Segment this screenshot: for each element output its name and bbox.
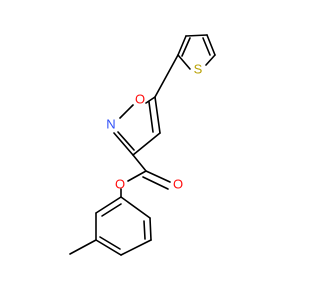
- isoxazole-ring: [113, 96, 161, 156]
- structure-canvas: S O N O O: [69, 34, 216, 256]
- bond: [181, 37, 191, 57]
- bond: [149, 217, 152, 241]
- bond: [154, 96, 161, 134]
- bond: [206, 34, 216, 56]
- bond: [143, 220, 146, 240]
- ring-oxygen-atom-label: O: [135, 92, 145, 107]
- bond: [101, 203, 122, 217]
- bond: [127, 170, 147, 182]
- bond: [113, 132, 134, 156]
- bond: [99, 236, 121, 250]
- molecule-diagram: S O N O O: [69, 34, 216, 256]
- bond: [145, 170, 171, 183]
- bond: [95, 196, 122, 214]
- bond: [148, 101, 154, 133]
- bond: [185, 34, 208, 37]
- bond: [142, 176, 169, 190]
- bond: [120, 239, 152, 256]
- ring-nitrogen-atom-label: N: [106, 117, 115, 132]
- thiophene-ring: [177, 34, 216, 70]
- carbonyl-oxygen-atom-label: O: [173, 177, 183, 192]
- sulfur-atom-label: S: [194, 62, 203, 77]
- bond: [69, 239, 97, 255]
- bond: [177, 35, 187, 56]
- bond: [205, 54, 216, 66]
- ester-oxygen-atom-label: O: [115, 177, 125, 192]
- bond: [145, 96, 156, 104]
- bond: [132, 132, 161, 156]
- bond: [202, 37, 211, 56]
- bond: [132, 154, 147, 172]
- bond: [177, 54, 191, 70]
- bond: [154, 54, 179, 98]
- bond: [95, 239, 122, 256]
- phenyl-ring: [95, 196, 152, 256]
- bond: [120, 196, 151, 219]
- bond: [119, 104, 134, 119]
- bond: [117, 131, 135, 151]
